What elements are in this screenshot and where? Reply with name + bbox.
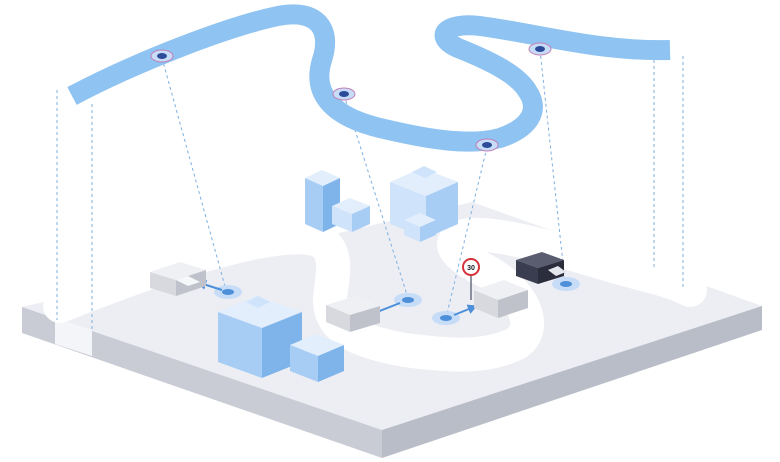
speed-limit-sign-icon: 30	[462, 258, 480, 300]
arrow-icon	[453, 304, 478, 316]
dashed-line	[161, 57, 227, 291]
speed-limit-value: 30	[467, 265, 475, 272]
location-marker-icon	[150, 49, 174, 63]
ribbon-markers	[150, 42, 552, 152]
ground-right-side	[382, 306, 762, 458]
building	[332, 198, 370, 232]
truck-icon	[150, 262, 206, 296]
ground-edge-highlight	[55, 318, 92, 356]
ground-platform	[22, 202, 762, 458]
dashed-line	[445, 146, 488, 319]
location-marker-icon	[475, 138, 499, 152]
building	[404, 213, 436, 242]
sky-road-ribbon	[67, 4, 671, 152]
location-marker-icon	[394, 293, 422, 307]
location-marker-icon	[332, 87, 356, 101]
truck-icon	[326, 296, 380, 332]
building	[218, 296, 302, 378]
location-marker-icon	[528, 42, 552, 56]
location-marker-icon	[214, 285, 242, 299]
projection-lines	[56, 49, 684, 332]
building	[290, 334, 344, 382]
ground-left-side	[22, 307, 382, 458]
ground-road	[43, 217, 707, 372]
location-marker-icon	[432, 311, 460, 325]
ground-markers	[196, 277, 580, 325]
dashed-line	[539, 49, 566, 283]
location-marker-icon	[552, 277, 580, 291]
truck-icon	[474, 280, 528, 318]
ground-top	[22, 202, 762, 430]
truck-icon	[516, 252, 566, 284]
